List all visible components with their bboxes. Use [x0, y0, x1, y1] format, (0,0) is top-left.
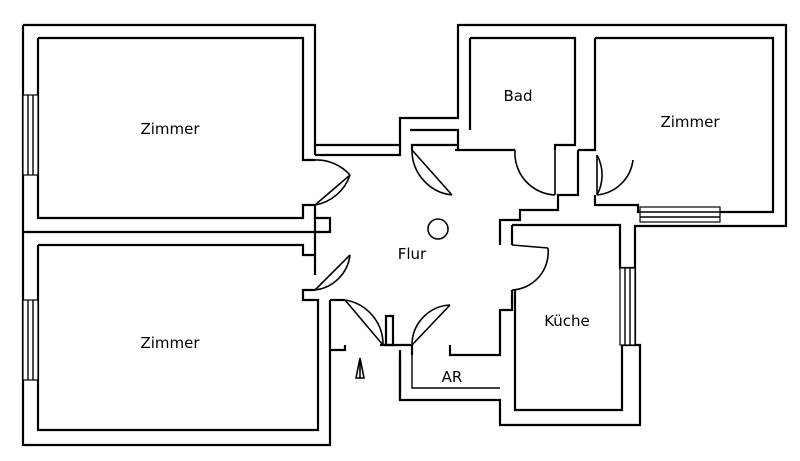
label-zimmer-bottom-left: Zimmer	[140, 334, 200, 352]
label-kueche: Küche	[544, 312, 590, 330]
window	[619, 267, 636, 346]
label-zimmer-right: Zimmer	[660, 113, 720, 131]
window	[22, 94, 39, 176]
room-ar	[411, 355, 500, 389]
label-zimmer-top-left: Zimmer	[140, 120, 200, 138]
room-bad	[410, 36, 577, 152]
flur-walls	[313, 145, 514, 400]
label-bad: Bad	[503, 87, 532, 105]
outer-walls	[21, 23, 788, 447]
ceiling-light-icon	[427, 218, 449, 240]
room-zimmer-bottom-left	[22, 215, 320, 432]
window	[22, 299, 39, 381]
doors	[314, 149, 634, 346]
label-ar: AR	[442, 368, 463, 386]
label-flur: Flur	[398, 245, 427, 263]
room-kueche	[510, 223, 636, 412]
room-zimmer-right	[498, 36, 775, 245]
window	[639, 206, 721, 223]
room-zimmer-top-left	[22, 36, 315, 220]
